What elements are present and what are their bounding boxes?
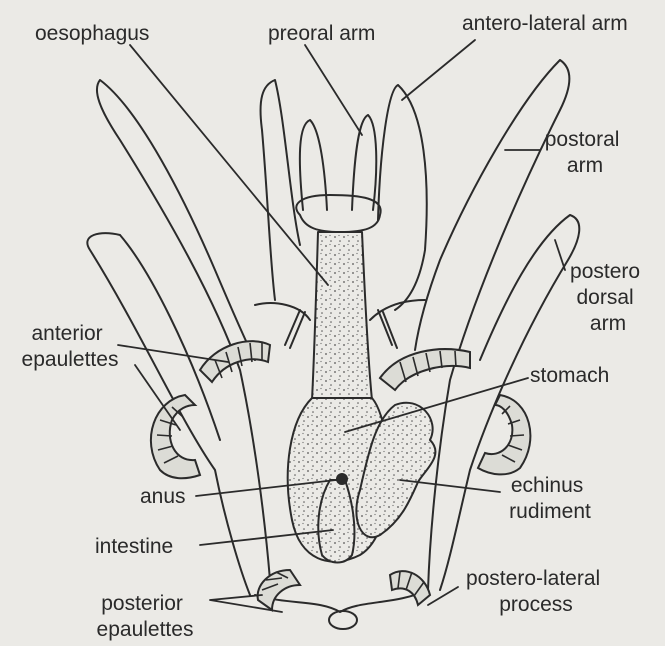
right-antero-lateral-arm bbox=[378, 85, 427, 310]
oesophagus-tube bbox=[312, 232, 372, 400]
anterior-epaulette-right bbox=[380, 349, 470, 390]
antero-lateral-arm-leader bbox=[402, 40, 475, 100]
label-intestine: intestine bbox=[95, 535, 173, 558]
label-anterior-epaulettes: anterior epaulettes bbox=[22, 322, 119, 371]
oesophagus-leader bbox=[130, 45, 328, 285]
postero-dorsal-arm-leader bbox=[555, 240, 565, 270]
oral-hood bbox=[296, 195, 380, 232]
left-antero-lateral-arm bbox=[261, 80, 300, 300]
posterior-knob bbox=[329, 611, 357, 629]
label-postero-lateral-process: postero-lateral process bbox=[466, 567, 606, 616]
preoral-arm-leader bbox=[305, 45, 362, 135]
intestine-loop bbox=[318, 480, 354, 563]
label-postero-dorsal-arm: postero dorsal arm bbox=[570, 260, 646, 335]
body-lower-margin bbox=[255, 590, 428, 612]
anterior-epaulette-left bbox=[200, 341, 270, 382]
anus-opening bbox=[336, 473, 348, 485]
label-antero-lateral-arm: antero-lateral arm bbox=[462, 12, 628, 35]
label-preoral-arm: preoral arm bbox=[268, 22, 375, 45]
label-postoral-arm: postoral arm bbox=[545, 128, 626, 177]
label-posterior-epaulettes: posterior epaulettes bbox=[97, 592, 194, 641]
lateral-epaulette-left bbox=[151, 395, 200, 478]
label-echinus-rudiment: echinus rudiment bbox=[509, 474, 591, 523]
label-stomach: stomach bbox=[530, 364, 609, 387]
label-anus: anus bbox=[140, 485, 186, 508]
label-oesophagus: oesophagus bbox=[35, 22, 149, 45]
postero-lateral-process-leader bbox=[428, 587, 458, 605]
internal-organs bbox=[285, 232, 435, 563]
